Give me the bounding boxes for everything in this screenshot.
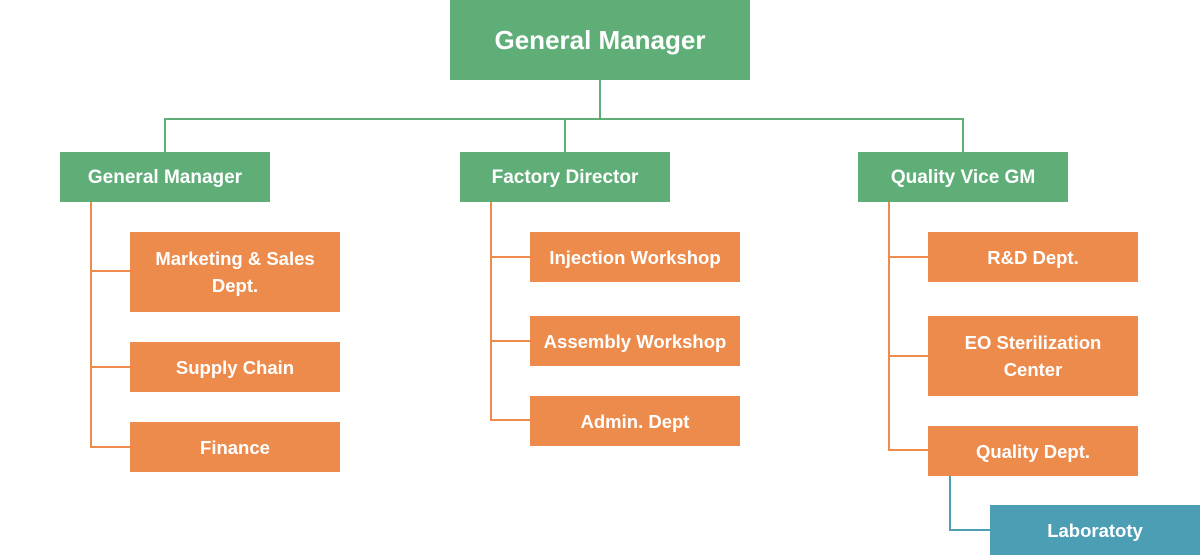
unit-label: Injection Workshop [549, 246, 721, 268]
unit-laboratory: Laboratoty [990, 505, 1200, 555]
unit-label: R&D Dept. [987, 246, 1079, 268]
lab-connector [949, 475, 990, 531]
unit-label: Assembly Workshop [543, 330, 727, 352]
unit-label: Supply Chain [175, 356, 295, 378]
unit-marketing-sales: Marketing & Sales Dept. [130, 232, 340, 312]
root-connectors [164, 80, 964, 152]
branch-head-factory-director: Factory Director [460, 152, 670, 202]
unit-admin-dept: Admin. Dept [530, 396, 740, 446]
unit-injection-workshop: Injection Workshop [530, 232, 740, 282]
branch-head-label: Quality Vice GM [890, 166, 1036, 188]
branch-3-connectors [888, 202, 928, 451]
branch-head-general-manager: General Manager [60, 152, 270, 202]
unit-label: Marketing & Sales Dept. [155, 248, 315, 296]
unit-assembly-workshop: Assembly Workshop [530, 316, 740, 366]
unit-finance: Finance [130, 422, 340, 472]
branch-1-connectors [90, 202, 130, 448]
root-node-general-manager: General Manager [450, 0, 750, 80]
branch-2-connectors [490, 202, 530, 421]
unit-quality-dept: Quality Dept. [928, 426, 1138, 476]
branch-head-label: General Manager [87, 166, 243, 188]
unit-label: Laboratoty [1047, 519, 1143, 541]
unit-label: Admin. Dept [580, 410, 690, 432]
unit-rd-dept: R&D Dept. [928, 232, 1138, 282]
unit-label: Quality Dept. [975, 440, 1091, 462]
branch-head-label: Factory Director [491, 166, 639, 188]
unit-eo-sterilization-center: EO Sterilization Center [928, 316, 1138, 396]
unit-supply-chain: Supply Chain [130, 342, 340, 392]
branch-head-quality-vice-gm: Quality Vice GM [858, 152, 1068, 202]
root-label: General Manager [494, 24, 706, 55]
unit-label: EO Sterilization Center [964, 332, 1102, 380]
unit-label: Finance [200, 436, 270, 458]
